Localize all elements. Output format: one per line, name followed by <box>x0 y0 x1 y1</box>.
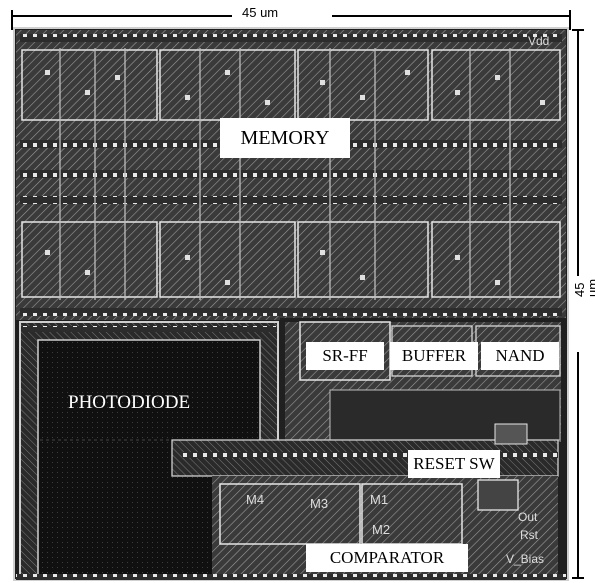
transistor-m4-label: M4 <box>246 492 265 507</box>
reset-sw-label: RESET SW <box>408 450 500 478</box>
width-dimension-label: 45 um <box>238 6 283 19</box>
photodiode-label: PHOTODIODE <box>68 392 191 413</box>
sr-ff-label: SR-FF <box>306 342 384 370</box>
signal-vbias-label: V_Bias <box>506 552 545 566</box>
chip-layout <box>13 27 569 581</box>
height-dimension-label: 45 um <box>572 275 595 300</box>
dimension-lines <box>11 10 584 579</box>
transistor-m2-label: M2 <box>372 522 391 537</box>
buffer-label: BUFFER <box>390 342 478 370</box>
transistor-m3-label: M3 <box>310 496 329 511</box>
transistor-m1-label: M1 <box>370 492 389 507</box>
comparator-label: COMPARATOR <box>306 544 468 572</box>
signal-vdd-label: Vdd <box>528 34 550 48</box>
memory-label: MEMORY <box>220 118 350 158</box>
nand-label: NAND <box>481 342 559 370</box>
signal-out-label: Out <box>518 510 538 524</box>
signal-rst-label: Rst <box>520 528 538 542</box>
